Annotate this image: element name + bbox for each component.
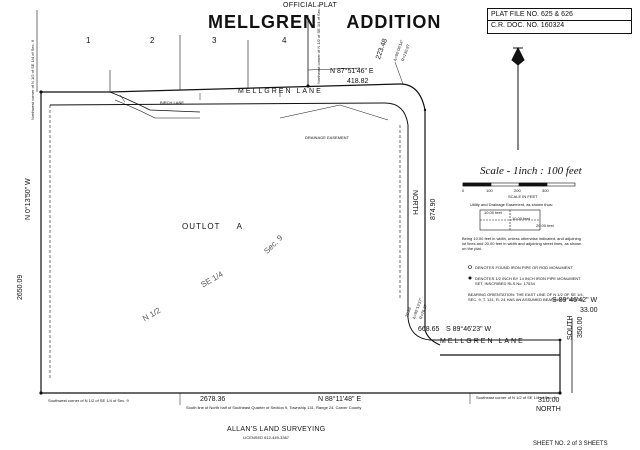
bottom-lane-distance: 668.65 (418, 326, 440, 333)
plat-box-divider (488, 20, 631, 21)
se-distance: 33.00 (580, 307, 598, 314)
south-distance: 350.00 (577, 316, 584, 338)
mellgren-lane-south-line (49, 102, 386, 106)
legend-easement: Utility and Drainage Easement, as shown … (470, 202, 553, 207)
scale-tick-0: 0 (462, 188, 465, 193)
lot-3-label: 3 (212, 36, 217, 45)
scale-unit: SCALE IN FEET (508, 194, 538, 199)
surveyor-name: ALLAN'S LAND SURVEYING (227, 426, 326, 433)
legend-e2: 10.00 feet (512, 216, 530, 221)
legend-found: DENOTES FOUND IRON PIPE OR ROD MONUMENT (475, 265, 573, 270)
west-bearing: N 0°13'50" W (25, 178, 32, 220)
outlot-label: OUTLOT A (182, 222, 243, 231)
south-line-note: South line of North half of Southeast Qu… (186, 405, 362, 410)
legend-bearing-note: BEARING ORIENTATION: THE EAST LINE OF N … (468, 292, 585, 302)
nw-corner-note: Northwest corner of N 1/2 of SE 1/4 of S… (30, 39, 35, 120)
base-bearing: N 88°11'48" E (318, 396, 362, 403)
sw-curve-outer (424, 329, 441, 346)
title-addition: ADDITION (346, 12, 442, 32)
west-distance: 2650.09 (17, 274, 24, 300)
north-310: 310.00 (538, 397, 560, 404)
sw-curve-inner (407, 317, 431, 341)
legend-e3: 20.00 feet (536, 223, 554, 228)
top-distance: 418.82 (347, 78, 369, 85)
official-plat-label: OFFICIAL PLAT (283, 2, 338, 9)
legend-e1: 10.00 feet (484, 210, 502, 215)
east-distance: 874.90 (430, 198, 437, 220)
lot-1-label: 1 (86, 36, 91, 45)
bottom-lane-bearing: S 89°46'23" W (446, 326, 492, 333)
title-mellgren: MELLGREN (208, 12, 317, 32)
top-bearing: N 87°51'46" E (330, 68, 374, 75)
legend-set: DENOTES 1/2 INCH BY 14 INCH IRON PIPE MO… (475, 276, 581, 286)
legend-being: Being 10.00 feet in width, unless otherw… (462, 236, 582, 251)
scale-tick-200: 200 (514, 188, 521, 193)
south-label: SOUTH (567, 315, 574, 341)
east-street-name: NORTH (411, 190, 418, 215)
scale-tick-100: 100 (486, 188, 493, 193)
plat-title: MELLGREN ADDITION (208, 12, 441, 33)
mellgren-curve-outer (399, 83, 426, 111)
birch-lane-label: BIRCH LANE (160, 100, 185, 105)
scale-tick-300: 300 (542, 188, 549, 193)
base-distance: 2678.36 (200, 396, 226, 403)
ne-corner-note: Northeast corner of N 1/2 of SE 1/4 of S… (316, 4, 321, 84)
plat-file-box: PLAT FILE NO. 625 & 626 C.R. DOC. NO. 16… (487, 8, 632, 34)
easement-diagram (479, 209, 541, 231)
north-arrow-icon (511, 46, 525, 150)
top-street-name: MELLGREN LANE (238, 88, 323, 95)
doc-row: C.R. DOC. NO. 160324 (491, 22, 565, 29)
surveyor-sub: LICENSED 612-449-3367 (243, 435, 290, 440)
sw-corner-note: Southwest corner of N 1/2 of SE 1/4 of S… (48, 398, 129, 403)
mellgren-lane-north-line (109, 83, 401, 93)
north-label: NORTH (536, 406, 561, 413)
sheet-number: SHEET NO. 2 of 3 SHEETS (533, 441, 608, 447)
se-corner-note: Southeast corner of N 1/2 of SE 1/4 of S… (476, 395, 557, 400)
drainage-easement-label: DRAINAGE EASEMENT (305, 135, 350, 140)
scale-bar (462, 182, 576, 187)
lot-2-label: 2 (150, 36, 155, 45)
scale-title: Scale - 1inch : 100 feet (480, 165, 582, 177)
lot-4-label: 4 (282, 36, 287, 45)
se-bearing: S 89°46'42" W (552, 297, 598, 304)
mellgren-curve-inner (384, 102, 409, 126)
plat-file-row: PLAT FILE NO. 625 & 626 (491, 11, 573, 18)
bottom-street-name: MELLGREN LANE (440, 338, 525, 345)
